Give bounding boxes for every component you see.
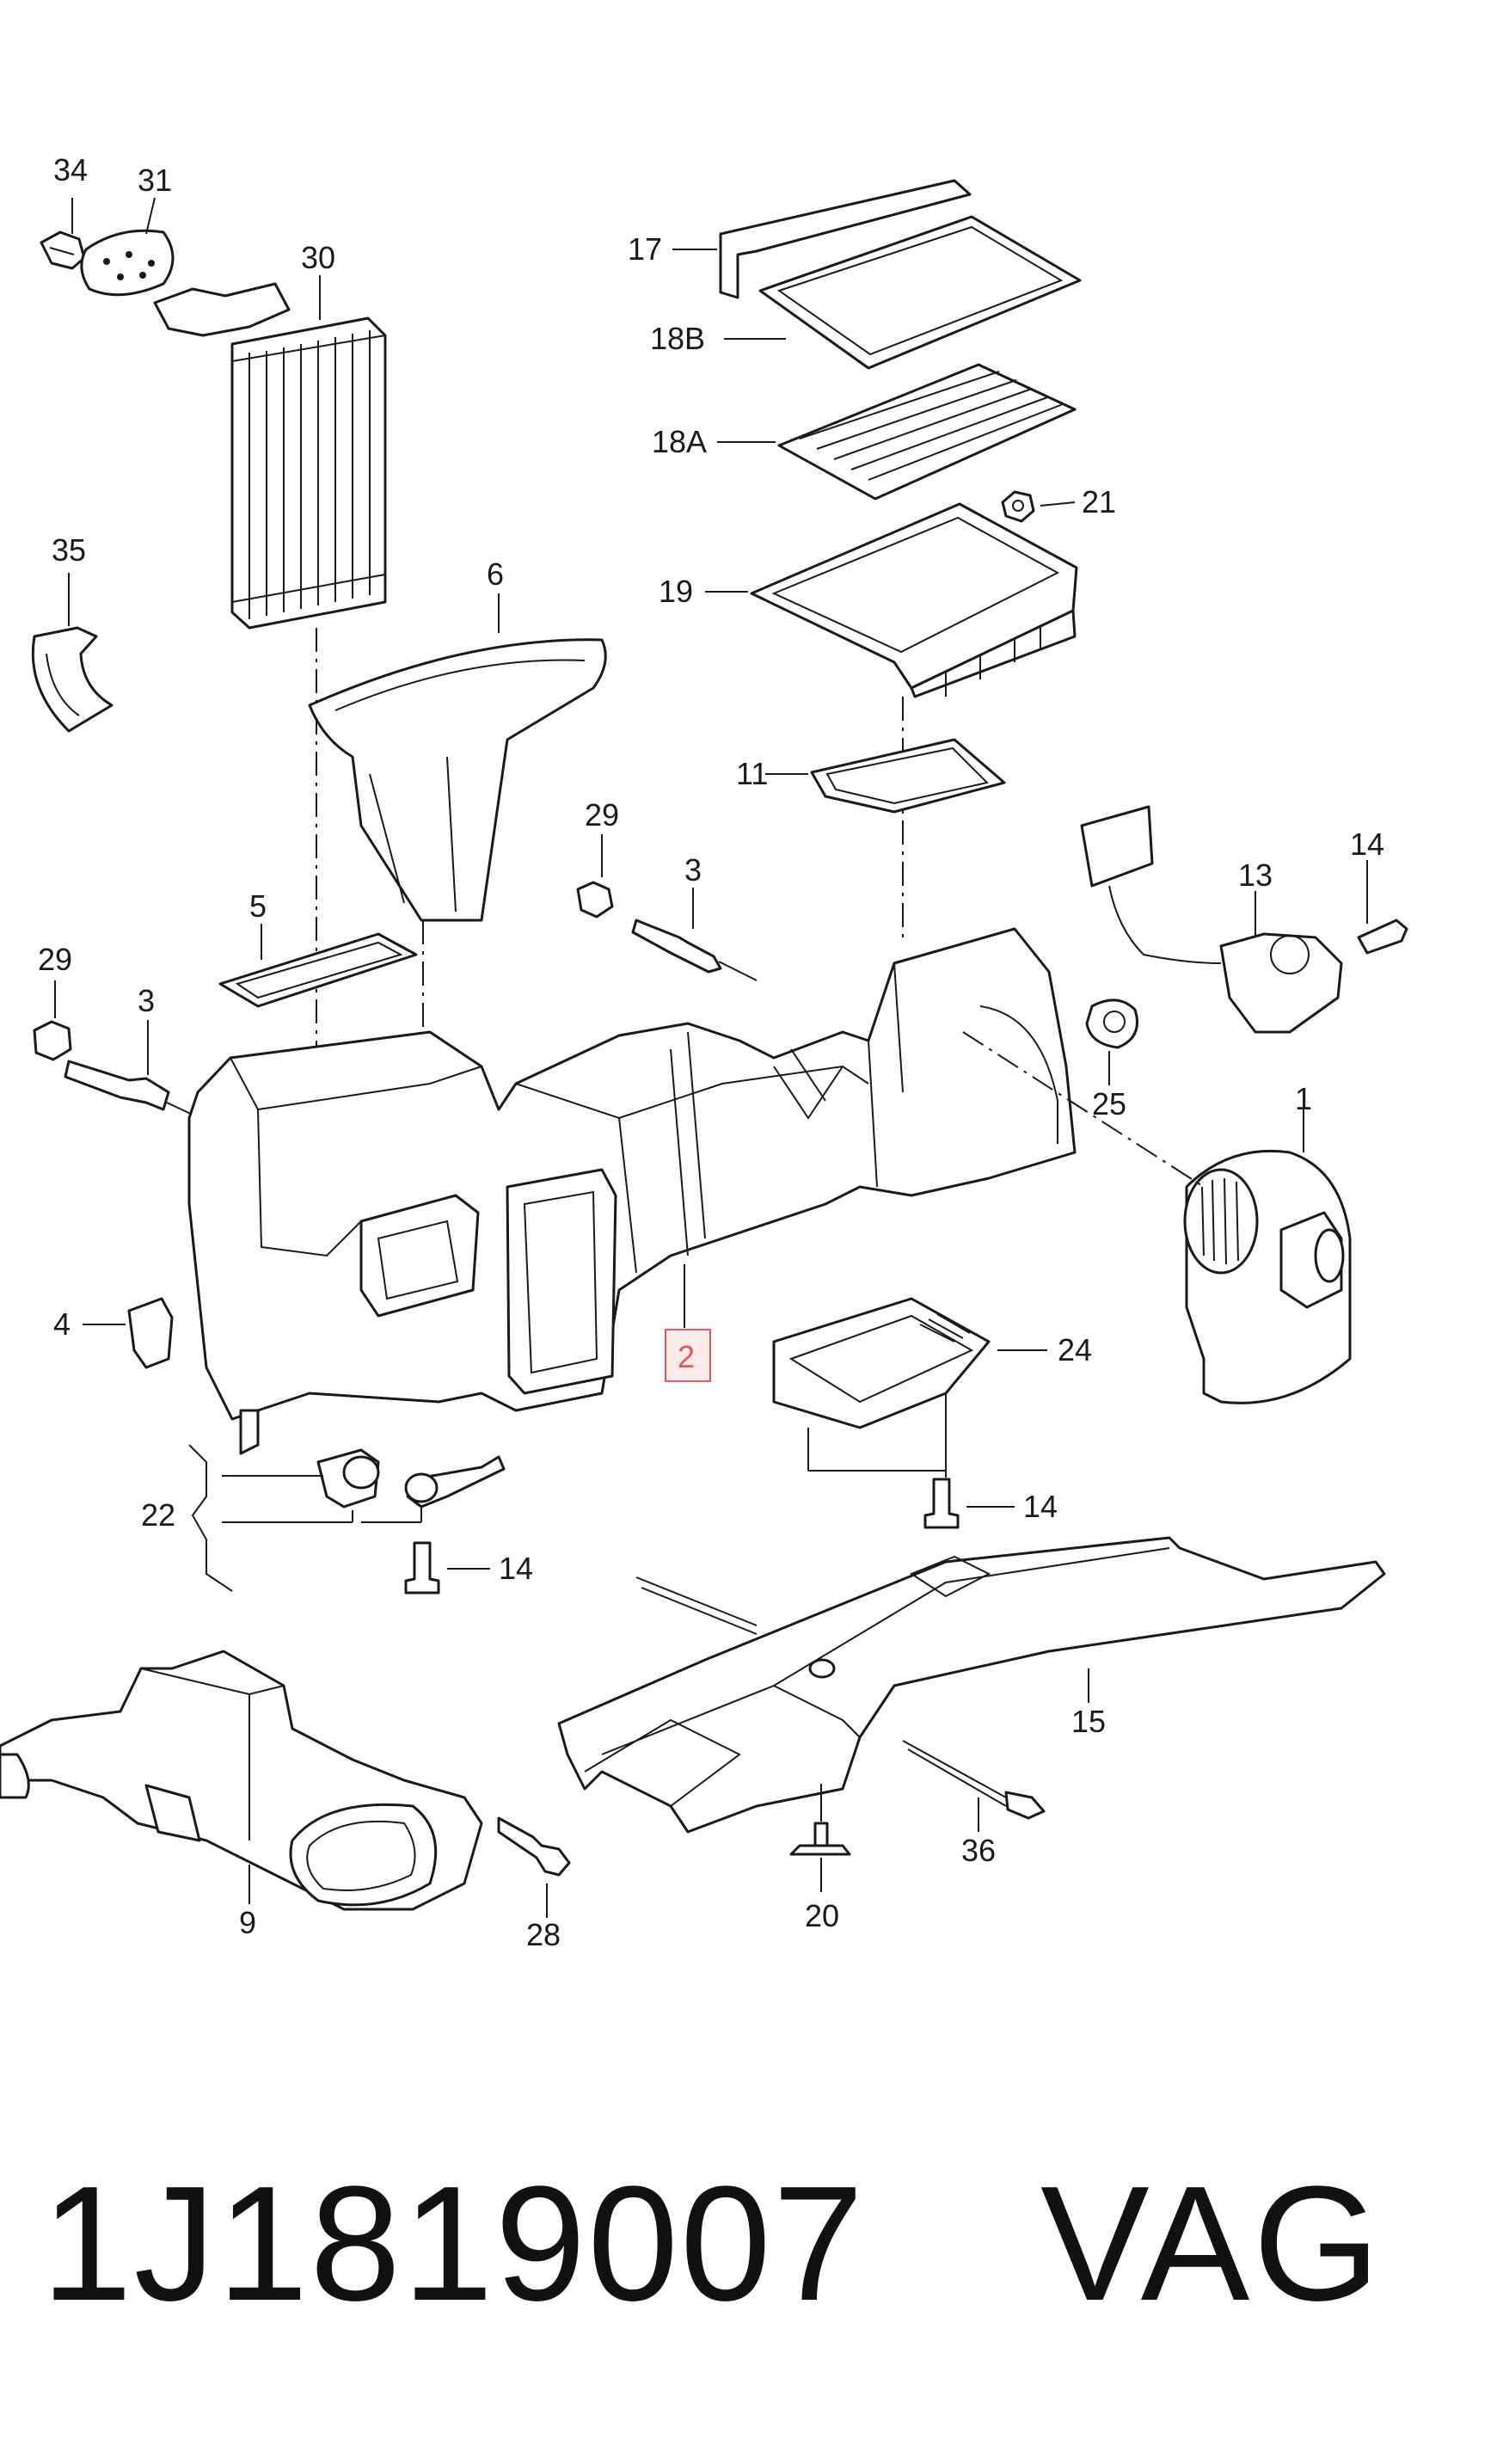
part-21-nut — [1001, 490, 1035, 523]
part-3-bolt-left — [64, 1060, 197, 1117]
callout-35: 35 — [52, 532, 86, 568]
part-36-cable-tie — [902, 1740, 1046, 1820]
part-14-screw-middle — [923, 1478, 960, 1529]
part-1-blower-motor — [1183, 1149, 1352, 1404]
callout-30: 30 — [301, 240, 335, 275]
part-29-grommet-upper — [576, 881, 614, 919]
part-13-actuator — [1080, 805, 1343, 1034]
callout-18b: 18B — [650, 321, 705, 356]
part-18a-filter-element — [777, 363, 1077, 501]
callout-34: 34 — [53, 152, 88, 187]
callout-28: 28 — [526, 1917, 561, 1952]
callout-22: 22 — [141, 1497, 175, 1533]
callout-3-left: 3 — [138, 983, 155, 1018]
callout-5: 5 — [249, 888, 267, 924]
callout-31: 31 — [138, 163, 172, 198]
part-22-servo-parts — [316, 1448, 506, 1509]
part-14-screw-upper — [1357, 919, 1408, 955]
callout-29-left: 29 — [38, 942, 72, 977]
part-30-heater-core — [153, 282, 387, 630]
cable-tie-left — [635, 1576, 758, 1635]
callout-2: 2 — [678, 1339, 695, 1374]
part-3-bolt-upper — [631, 919, 758, 981]
part-4-clip — [127, 1297, 174, 1369]
part-11-seal — [810, 738, 1006, 814]
part-25-grommet — [1085, 999, 1138, 1049]
callout-25: 25 — [1092, 1086, 1126, 1121]
callout-2-highlight — [665, 1329, 711, 1382]
part-31-gasket — [80, 229, 175, 297]
callout-1: 1 — [1295, 1081, 1312, 1116]
callout-29-upper: 29 — [585, 797, 619, 833]
callout-20: 20 — [805, 1898, 839, 1933]
callout-3-upper: 3 — [684, 852, 702, 888]
part-34-clip — [40, 230, 86, 270]
part-19-filter-housing — [750, 502, 1078, 698]
part-35-band-clamp — [31, 626, 113, 733]
part-15-floor-duct — [557, 1536, 1386, 1834]
exploded-parts-diagram: 34 31 30 35 6 17 — [0, 152, 1408, 1952]
part-2-heater-housing — [187, 927, 1077, 1455]
brand-caption: VAG — [1040, 2153, 1384, 2335]
callout-11: 11 — [736, 756, 768, 791]
callout-14-lower: 14 — [499, 1551, 533, 1586]
callout-15: 15 — [1071, 1704, 1106, 1739]
callout-17: 17 — [628, 231, 662, 267]
part-17-filter-frame — [719, 179, 972, 299]
part-24-control-unit — [772, 1297, 991, 1429]
callout-14-middle: 14 — [1023, 1489, 1058, 1524]
callout-18a: 18A — [652, 424, 707, 459]
callout-9: 9 — [239, 1905, 256, 1940]
callout-6: 6 — [487, 556, 504, 592]
part-14-screw-lower — [404, 1541, 440, 1595]
callout-19: 19 — [659, 574, 693, 609]
callout-13: 13 — [1238, 857, 1273, 893]
callout-21: 21 — [1082, 484, 1116, 519]
callout-14-upper: 14 — [1350, 826, 1384, 862]
part-20-expansion-rivet — [789, 1822, 851, 1856]
callout-36: 36 — [961, 1833, 996, 1868]
part-18b-filter-tray — [758, 215, 1082, 370]
part-number-caption: 1J1819007 — [41, 2153, 866, 2335]
callout-4: 4 — [53, 1306, 71, 1342]
part-29-grommet-left — [33, 1020, 72, 1061]
part-6-air-duct — [308, 638, 607, 922]
part-9-rear-air-duct — [0, 1650, 483, 1911]
part-28-screw — [497, 1816, 571, 1877]
part-5-seal — [218, 932, 418, 1008]
callout-24: 24 — [1058, 1332, 1092, 1367]
